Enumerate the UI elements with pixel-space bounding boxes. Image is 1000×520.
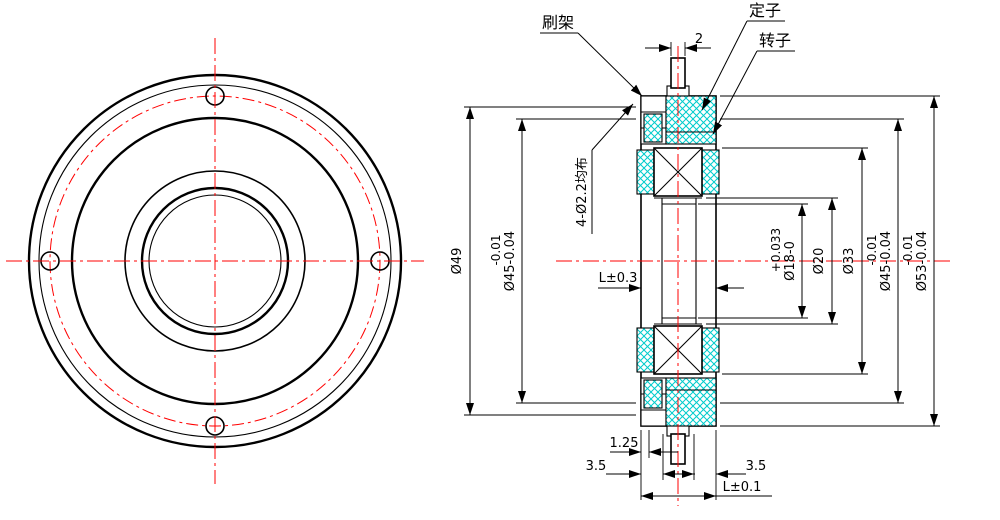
callout-holes: 4-Ø2.2均布 — [575, 103, 634, 234]
dim-3-5-right-label: 3.5 — [746, 459, 767, 474]
rotor-label: 转子 — [759, 31, 791, 50]
dim-dia45-right-tolerance: -0.01 — [865, 234, 879, 265]
callout-rotor: 转子 — [712, 31, 795, 135]
dim-dia45-left: -0.01 Ø45-0.04 — [489, 118, 636, 404]
dim-dia33-label: Ø33 — [842, 248, 857, 275]
brush-hatch-bottom — [643, 379, 663, 409]
stator-block-top — [665, 95, 717, 145]
dim-1-25: 1.25 — [610, 430, 678, 500]
callouts: 刷架 定子 转子 4-Ø2.2均布 — [540, 1, 795, 234]
dim-dia45-left-label: Ø45-0.04 — [503, 231, 518, 291]
leader-line — [591, 103, 634, 151]
stator-label: 定子 — [749, 1, 781, 20]
bearing-cross-line — [653, 147, 703, 197]
dim-dia49-label: Ø49 — [450, 248, 465, 275]
dim-length-bottom-label: L±0.1 — [723, 480, 762, 495]
dim-dia33: Ø33 — [722, 147, 868, 375]
magnet-right-top — [701, 149, 720, 195]
dim-dia53: -0.01 Ø53-0.04 — [720, 95, 940, 427]
leader-line — [701, 20, 748, 111]
dim-dia20-label: Ø20 — [812, 248, 827, 275]
dim-dia18-tolerance: +0.033 — [769, 228, 783, 272]
dim-dia53-label: Ø53-0.04 — [915, 231, 930, 291]
magnet-left-bottom — [636, 327, 655, 373]
brush-hatch-top — [643, 113, 663, 143]
dim-dia18: +0.033 Ø18-0 — [698, 203, 808, 319]
leader-line — [577, 32, 643, 97]
dim-length-mid-label: L±0.3 — [599, 271, 638, 286]
dim-dia18-label: Ø18-0 — [783, 241, 798, 281]
callout-brush-holder: 刷架 — [540, 13, 643, 97]
dim-1-25-label: 1.25 — [610, 436, 639, 451]
dim-shaft-width: 2 — [645, 32, 711, 56]
dim-dia49: Ø49 — [450, 106, 636, 416]
dimensions: 2 Ø49 -0.01 Ø45-0.04 L±0.3 +0 — [450, 32, 940, 500]
dim-dia45-right: -0.01 Ø45-0.04 — [720, 118, 904, 404]
dim-3-5-right: 3.5 — [666, 430, 766, 500]
magnet-right-bottom — [701, 327, 720, 373]
bearing-bottom — [636, 325, 720, 375]
dim-3-5-left-label: 3.5 — [586, 459, 607, 474]
magnet-left-top — [636, 149, 655, 195]
leader-line — [712, 50, 758, 135]
dim-dia53-tolerance: -0.01 — [901, 234, 915, 265]
dim-dia45-left-tolerance: -0.01 — [489, 234, 503, 265]
holes-note-label: 4-Ø2.2均布 — [575, 157, 590, 227]
dim-dia45-right-label: Ø45-0.04 — [879, 231, 894, 291]
front-view — [6, 38, 424, 484]
callout-stator: 定子 — [701, 1, 785, 111]
brush-holder-section — [640, 95, 667, 427]
dim-length-mid: L±0.3 — [598, 271, 744, 292]
dim-length-bottom: L±0.1 — [641, 480, 772, 500]
brush-holder-label: 刷架 — [542, 13, 574, 32]
dim-dia20: Ø20 — [706, 197, 838, 325]
dim-shaft-width-label: 2 — [695, 32, 703, 47]
stator-block-bottom — [665, 377, 717, 427]
